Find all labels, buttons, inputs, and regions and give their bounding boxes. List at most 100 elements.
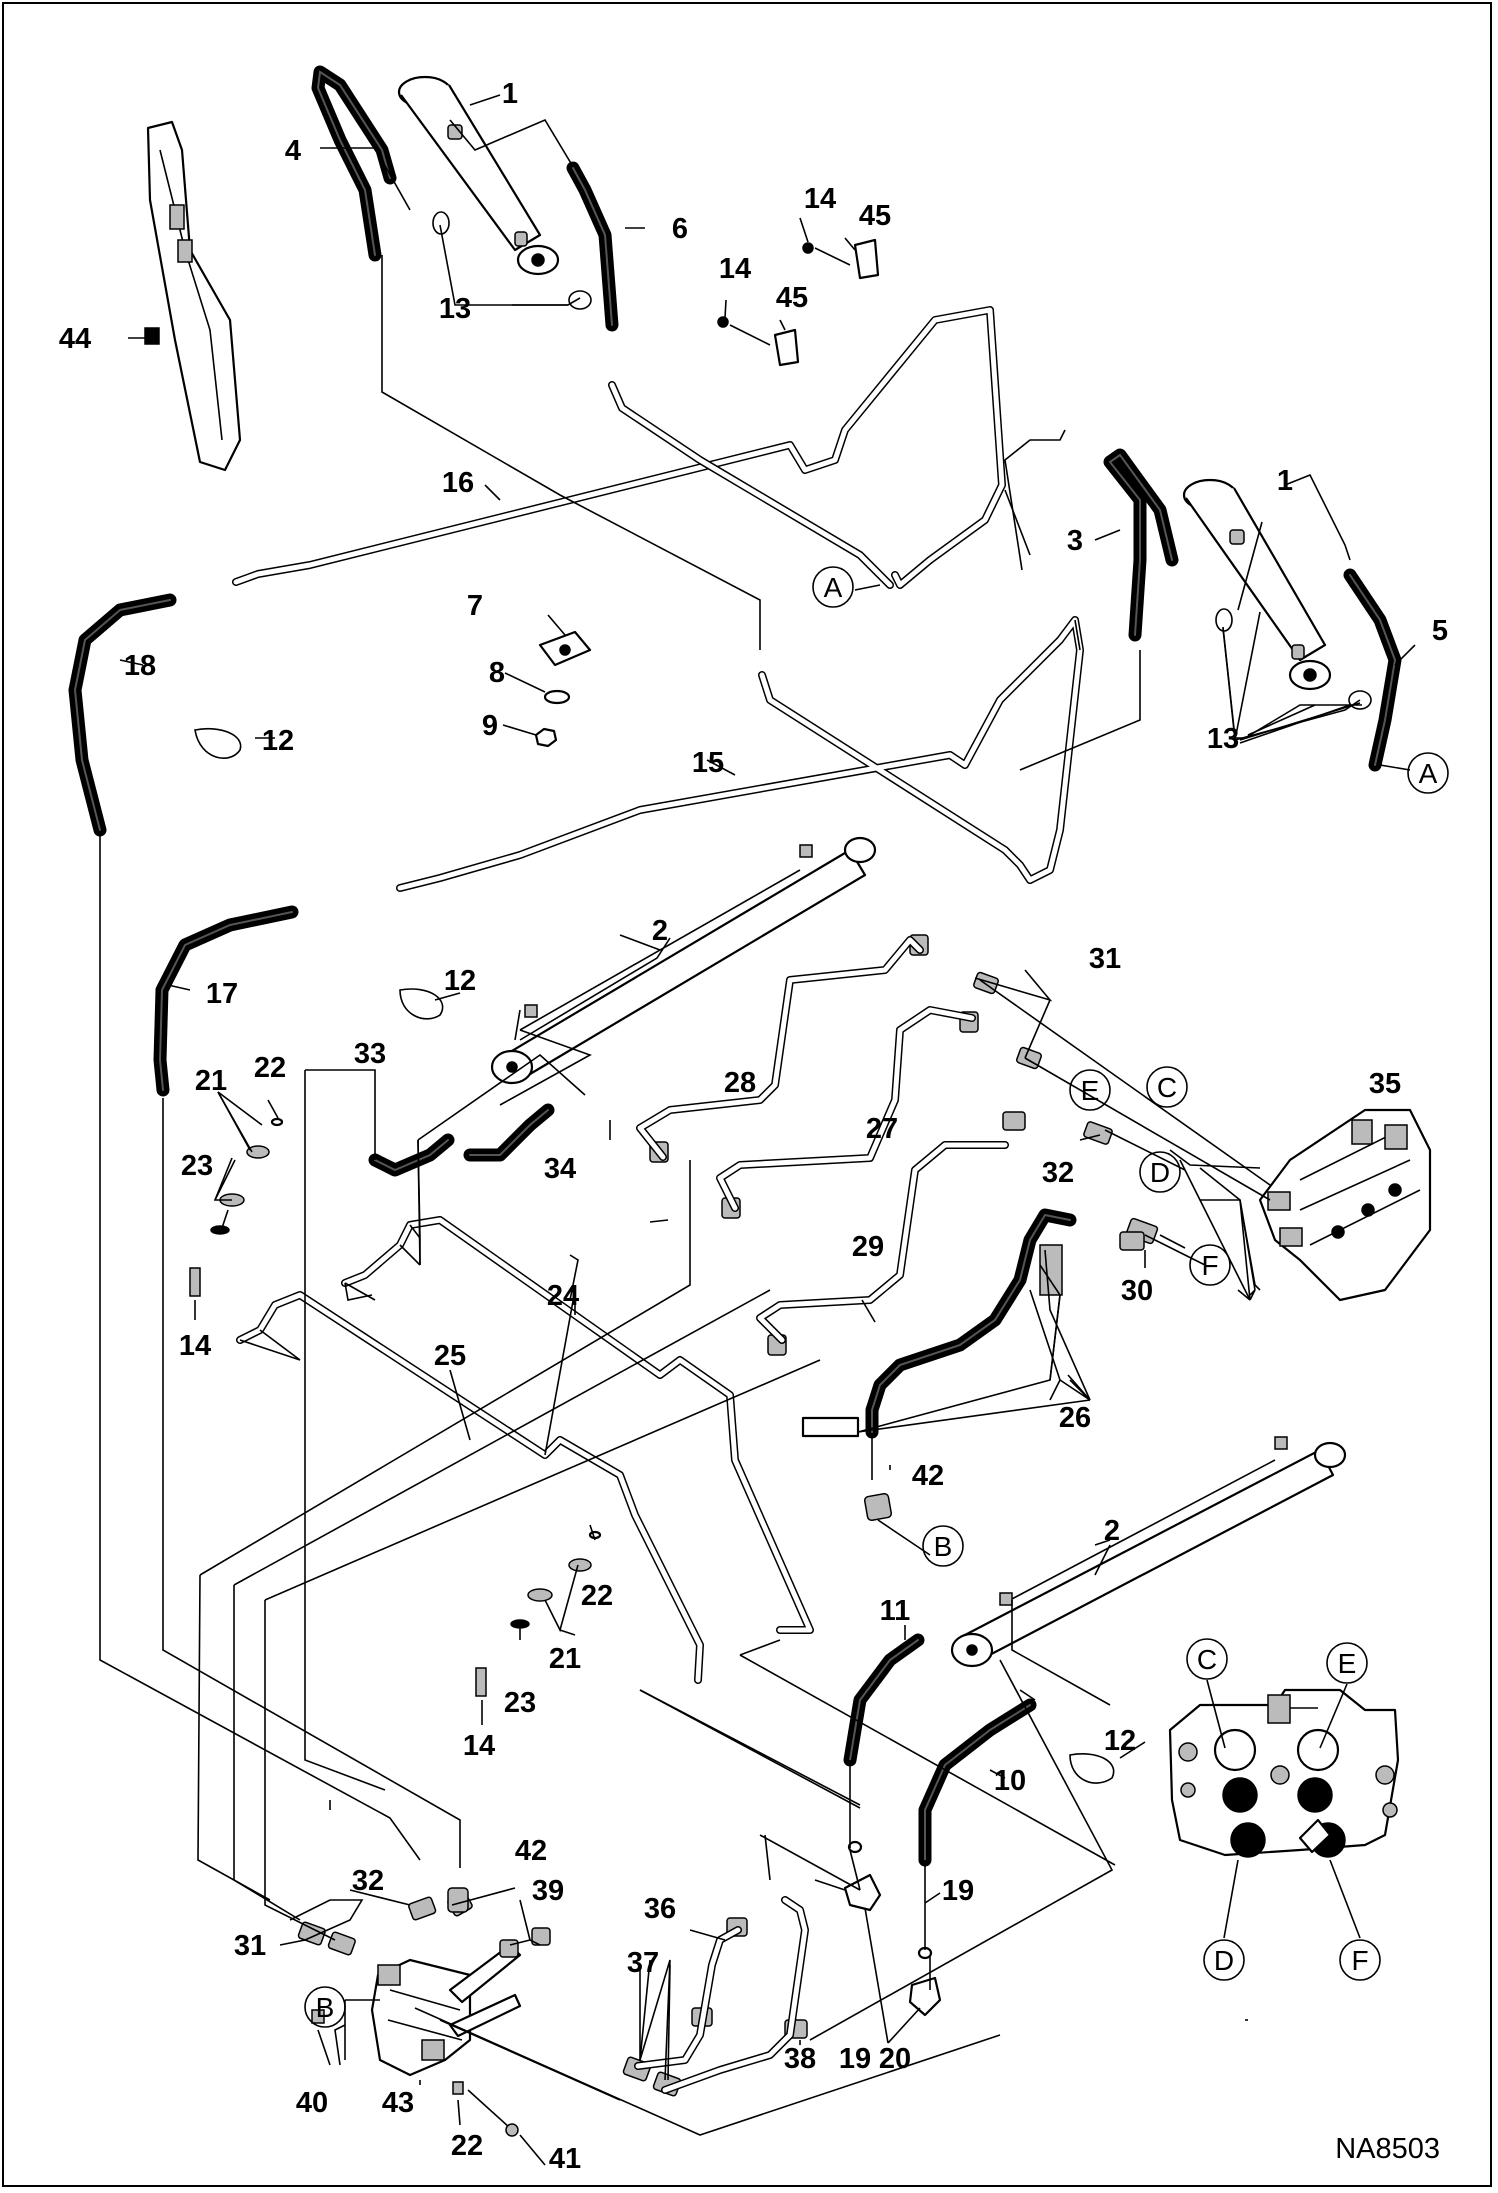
connection-E-detail: E xyxy=(1326,1642,1368,1684)
part-number-label: 10 xyxy=(994,1765,1026,1797)
svg-text:A: A xyxy=(824,572,843,603)
cable-tie xyxy=(1069,1753,1115,1784)
connection-D-top: D xyxy=(1139,1151,1181,1193)
part-number-label: 14 xyxy=(179,1330,211,1362)
control-valve xyxy=(1258,1108,1432,1302)
tilt-cylinder-lower xyxy=(950,1436,1347,1668)
connection-C-detail: C xyxy=(1186,1638,1228,1680)
connection-A-right: A xyxy=(1407,752,1449,794)
tilt-cylinder-upper xyxy=(490,836,877,1085)
svg-text:F: F xyxy=(1351,1945,1368,1976)
part-number-label: 23 xyxy=(504,1687,536,1719)
connection-C-top: C xyxy=(1146,1066,1188,1108)
switch-sensor-icon xyxy=(144,327,160,345)
part-number-label: 13 xyxy=(439,293,471,325)
hose-18 xyxy=(68,593,177,837)
part-number-label: 43 xyxy=(382,2087,414,2119)
part-number-label: 26 xyxy=(1059,1402,1091,1434)
part-number-label: 31 xyxy=(1089,943,1121,975)
part-number-label: 11 xyxy=(880,1595,911,1627)
o-ring xyxy=(1348,690,1372,710)
part-number-label: 21 xyxy=(195,1065,227,1097)
nut xyxy=(534,727,558,748)
part-number-label: 44 xyxy=(59,323,91,355)
part-number-label: 41 xyxy=(549,2143,581,2175)
connection-markers: A A B B C C D D E E F F xyxy=(304,566,1449,2028)
leader-lines xyxy=(99,255,1271,2136)
part-number-label: 12 xyxy=(262,725,294,757)
hoses-layer xyxy=(68,65,1402,1867)
washer xyxy=(543,689,571,705)
part-number-label: 36 xyxy=(644,1893,676,1925)
part-number-label: 40 xyxy=(296,2087,328,2119)
drawing-reference-code: NA8503 xyxy=(1335,2133,1440,2165)
part-number-label: 32 xyxy=(1042,1157,1074,1189)
callout-leaders xyxy=(119,94,1416,2166)
svg-text:E: E xyxy=(1081,1075,1100,1106)
connection-B-mid: B xyxy=(922,1525,964,1567)
part-number-label: 17 xyxy=(206,978,238,1010)
part-number-label: 16 xyxy=(442,467,474,499)
connection-B-lower: B xyxy=(304,1986,346,2028)
part-number-label: 5 xyxy=(1432,615,1448,647)
part-number-label: 24 xyxy=(547,1280,579,1312)
cable-tie xyxy=(399,988,444,1020)
connection-A-upper: A xyxy=(812,566,854,608)
part-number-label: 8 xyxy=(489,657,505,689)
part-callouts: 1 1 2 2 3 4 5 6 7 8 9 10 11 12 12 12 13 … xyxy=(59,78,1448,2175)
part-number-label: 1 xyxy=(1277,465,1293,497)
part-number-label: 22 xyxy=(451,2130,483,2162)
svg-text:D: D xyxy=(1150,1157,1170,1188)
part-number-label: 45 xyxy=(859,200,891,232)
svg-text:B: B xyxy=(316,1992,335,2023)
part-number-label: 22 xyxy=(581,1580,613,1612)
part-number-label: 2 xyxy=(1104,1515,1120,1547)
parts-layer xyxy=(144,75,1432,2137)
part-number-label: 35 xyxy=(1369,1068,1401,1100)
part-number-label: 33 xyxy=(354,1038,386,1070)
part-number-label: 22 xyxy=(254,1052,286,1084)
svg-text:C: C xyxy=(1197,1644,1217,1675)
connection-F-detail: F xyxy=(1339,1939,1381,1981)
part-number-label: 14 xyxy=(463,1730,495,1762)
part-number-label: 12 xyxy=(1104,1725,1136,1757)
o-ring xyxy=(568,290,592,310)
part-number-label: 32 xyxy=(352,1865,384,1897)
part-number-label: 39 xyxy=(532,1875,564,1907)
part-number-label: 12 xyxy=(444,965,476,997)
part-number-label: 21 xyxy=(549,1643,581,1675)
lift-cylinder-right xyxy=(1182,478,1332,691)
part-number-label: 14 xyxy=(719,253,751,285)
part-number-label: 38 xyxy=(784,2043,816,2075)
svg-text:E: E xyxy=(1338,1648,1357,1679)
part-number-label: 13 xyxy=(1207,723,1239,755)
svg-text:F: F xyxy=(1201,1250,1218,1281)
o-ring xyxy=(1215,608,1233,632)
tube-6-to-A xyxy=(608,381,894,589)
part-number-label: 2 xyxy=(652,915,668,947)
svg-text:D: D xyxy=(1214,1945,1234,1976)
bracket xyxy=(853,238,880,280)
connection-E-top: E xyxy=(1069,1069,1111,1111)
tube-16 xyxy=(232,306,1006,589)
svg-text:C: C xyxy=(1157,1072,1177,1103)
part-number-label: 45 xyxy=(776,282,808,314)
part-number-label: 19 xyxy=(942,1875,974,1907)
part-number-label: 34 xyxy=(544,1153,576,1185)
part-number-label: 4 xyxy=(285,135,301,167)
part-number-label: 29 xyxy=(852,1231,884,1263)
lift-cylinder-upper xyxy=(397,75,560,276)
part-number-label: 7 xyxy=(467,590,483,622)
part-number-label: 14 xyxy=(804,183,836,215)
manifold-block xyxy=(370,1943,522,2077)
hose-4 xyxy=(311,65,397,262)
part-number-label: 28 xyxy=(724,1067,756,1099)
side-panel xyxy=(146,120,242,472)
part-number-label: 1 xyxy=(502,78,518,110)
connection-F-top: F xyxy=(1189,1244,1231,1286)
part-number-label: 37 xyxy=(627,1947,659,1979)
part-number-label: 18 xyxy=(124,650,156,682)
tube-27 xyxy=(716,1006,976,1212)
part-number-label: 42 xyxy=(515,1835,547,1867)
svg-text:A: A xyxy=(1419,758,1438,789)
